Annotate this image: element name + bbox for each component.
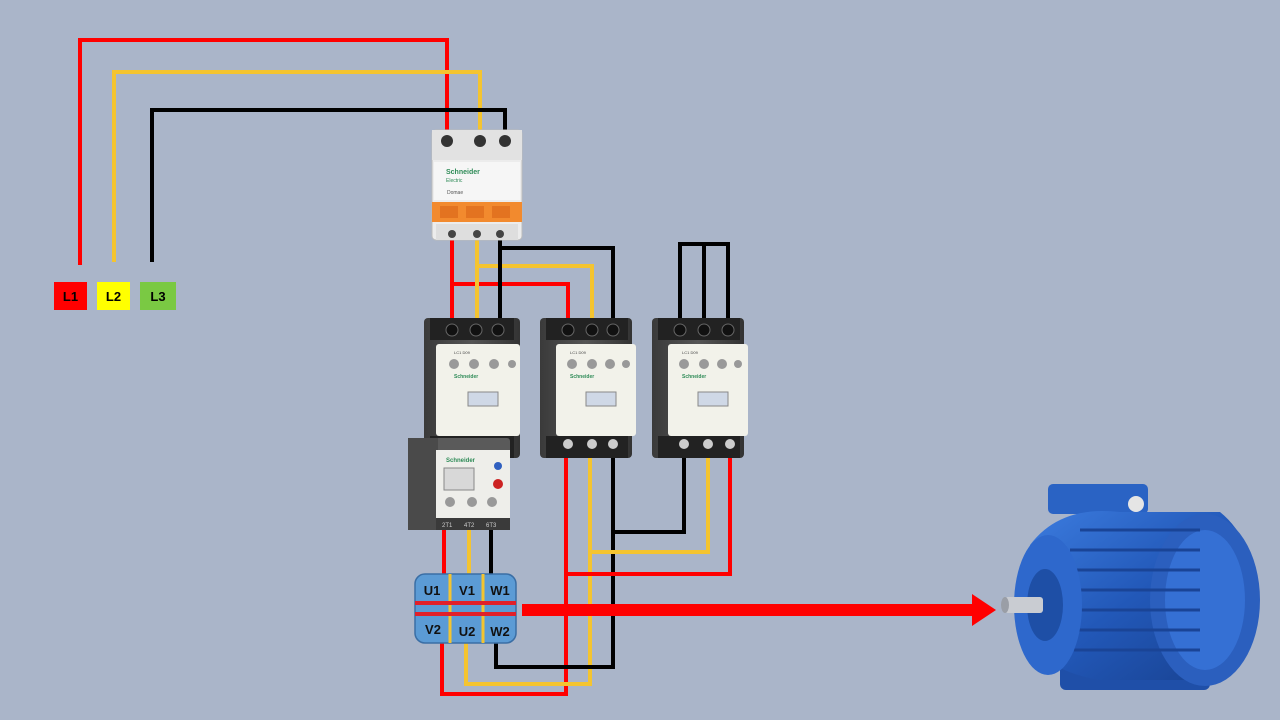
contactor-k1: LC1 D09 Schneider xyxy=(424,318,520,458)
wire-k3-yellow-out xyxy=(590,455,710,554)
terminal-u1: U1 xyxy=(424,583,441,598)
contactor-model: LC1 D09 xyxy=(682,350,699,355)
contactor-brand: Schneider xyxy=(682,374,706,380)
breaker-brand: Schneider xyxy=(446,169,480,176)
breaker-sub: Electric xyxy=(446,178,463,184)
wire-l2-to-k2 xyxy=(477,264,594,325)
wire-k3-black-out xyxy=(613,455,686,534)
label-l1: L1 xyxy=(63,289,78,304)
terminal-w2: W2 xyxy=(490,624,510,639)
wire-l3-supply xyxy=(150,108,507,262)
label-l1-box xyxy=(54,282,87,310)
overload-terminal-1: 2T1 xyxy=(442,523,453,529)
contactor-k2: LC1 D09 Schneider xyxy=(540,318,636,458)
wire-k2-black-out xyxy=(494,455,615,669)
label-l2-box xyxy=(97,282,130,310)
wire-k2-yellow-out xyxy=(464,455,592,686)
overload-terminal-3: 6T3 xyxy=(486,523,497,529)
wire-l2-supply xyxy=(112,70,482,262)
wire-k3-red-out xyxy=(566,455,732,576)
wire-l3-to-k2 xyxy=(500,246,615,325)
label-l3: L3 xyxy=(150,289,165,304)
label-l2: L2 xyxy=(106,289,121,304)
contactor-brand: Schneider xyxy=(454,374,478,380)
breaker-model: Domae xyxy=(447,190,463,196)
distribution-wires xyxy=(440,240,732,696)
supply-wires xyxy=(78,38,507,265)
motor-image xyxy=(1001,484,1260,690)
contactor-model: LC1 D09 xyxy=(454,350,471,355)
terminal-v2: V2 xyxy=(425,622,441,637)
phase-labels: L1 L2 L3 xyxy=(54,282,176,310)
overload-brand: Schneider xyxy=(446,458,476,464)
label-l3-box xyxy=(140,282,176,310)
contactor-brand: Schneider xyxy=(570,374,594,380)
wire-l1-to-k2 xyxy=(452,282,570,325)
wire-l1-supply xyxy=(78,38,449,265)
circuit-breaker: Schneider Electric Domae xyxy=(431,129,523,241)
contactor-k3: LC1 D09 Schneider xyxy=(652,318,748,458)
motor-terminal-box: U1 V1 W1 V2 U2 W2 xyxy=(414,573,517,644)
overload-relay: Schneider 2T1 4T2 6T3 xyxy=(408,438,510,530)
terminal-u2: U2 xyxy=(459,624,476,639)
terminal-w1: W1 xyxy=(490,583,510,598)
arrow-to-motor xyxy=(522,594,996,626)
terminal-v1: V1 xyxy=(459,583,475,598)
overload-terminal-2: 4T2 xyxy=(464,523,475,529)
contactor-model: LC1 D09 xyxy=(570,350,587,355)
